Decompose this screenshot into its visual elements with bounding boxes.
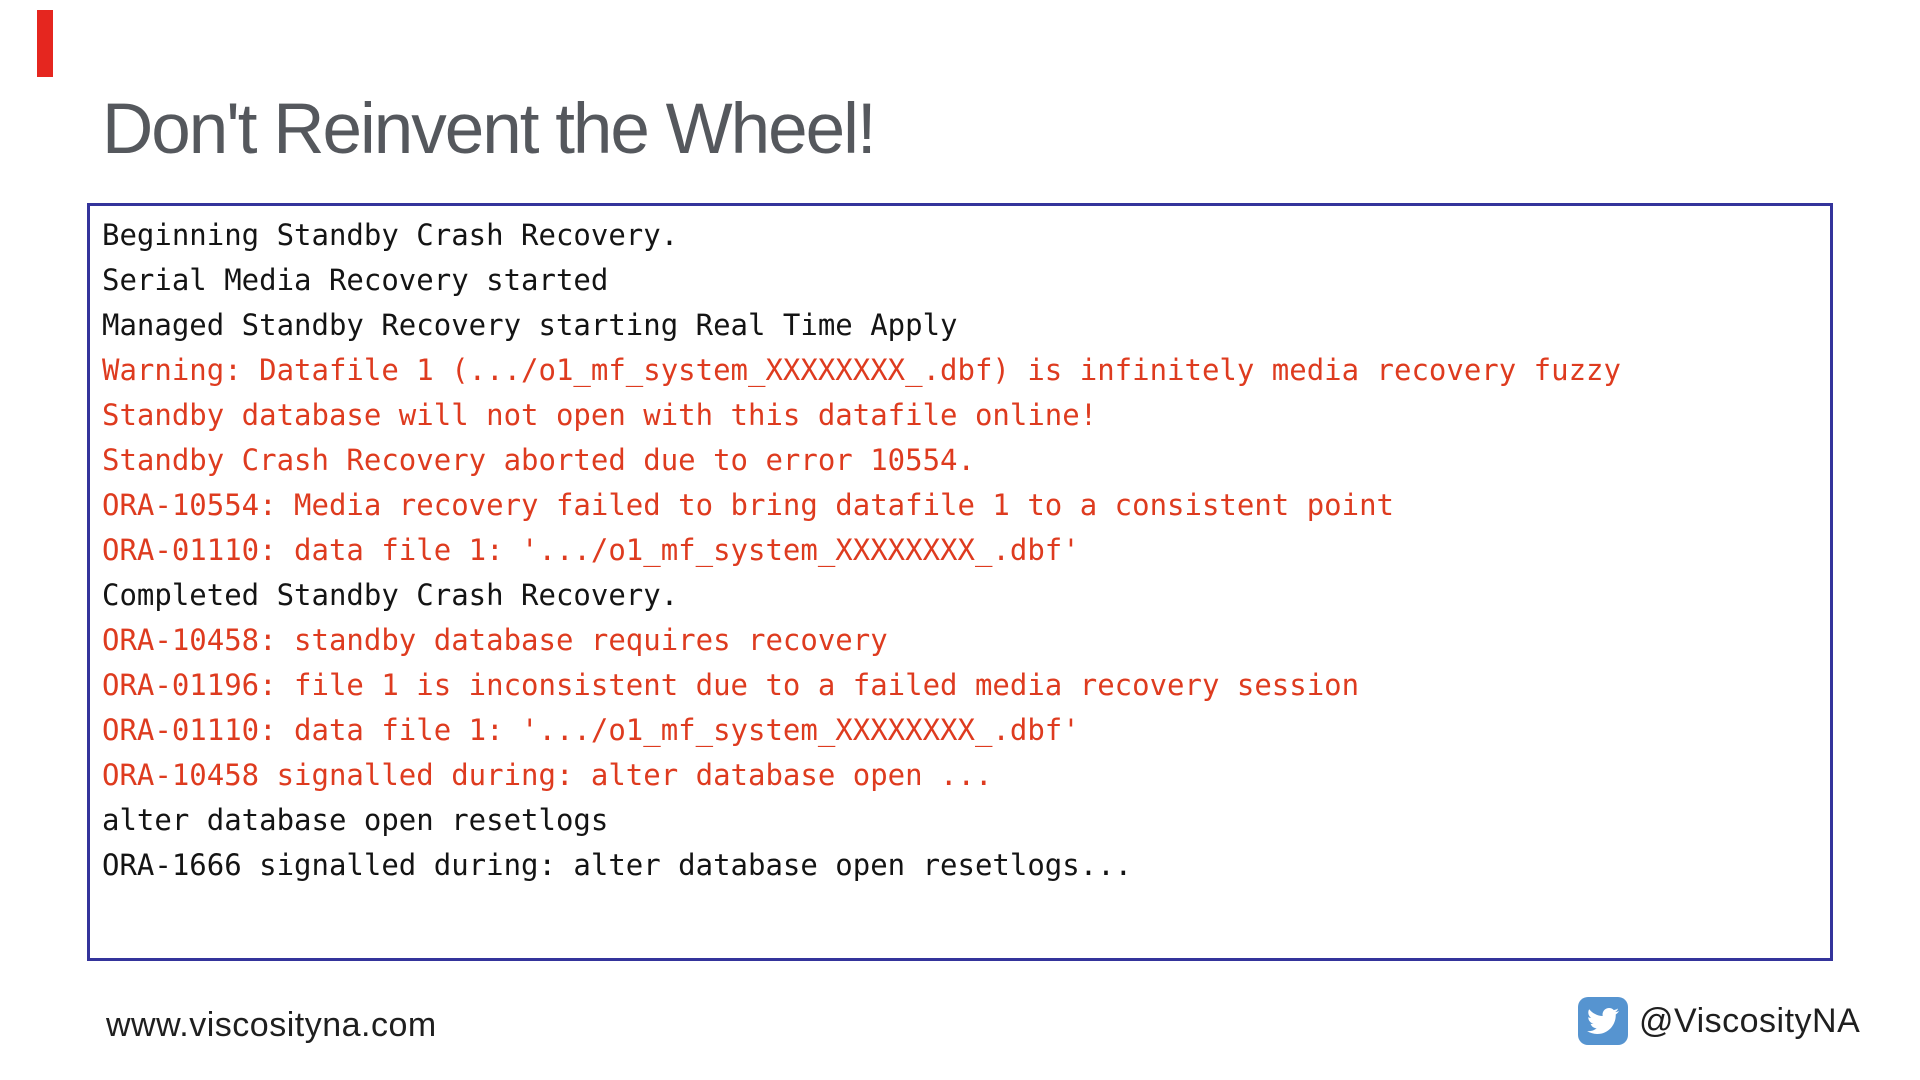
log-line: ORA-01196: file 1 is inconsistent due to…: [102, 668, 1360, 702]
log-line: Completed Standby Crash Recovery.: [102, 578, 679, 612]
accent-bar: [37, 10, 53, 77]
log-line: ORA-10554: Media recovery failed to brin…: [102, 488, 1395, 522]
twitter-bird-icon: [1578, 997, 1628, 1045]
log-output-box: Beginning Standby Crash Recovery. Serial …: [87, 203, 1833, 961]
log-line: Beginning Standby Crash Recovery.: [102, 218, 679, 252]
page-title: Don't Reinvent the Wheel!: [102, 90, 877, 169]
log-line: ORA-10458 signalled during: alter databa…: [102, 758, 993, 792]
log-lines: Beginning Standby Crash Recovery. Serial …: [102, 213, 1818, 888]
log-line: alter database open resetlogs: [102, 803, 609, 837]
footer-social: @ViscosityNA: [1578, 997, 1860, 1045]
log-line: Standby Crash Recovery aborted due to er…: [102, 443, 975, 477]
log-line: Serial Media Recovery started: [102, 263, 609, 297]
log-line: ORA-01110: data file 1: '.../o1_mf_syste…: [102, 533, 1080, 567]
footer-twitter-handle: @ViscosityNA: [1639, 1002, 1861, 1040]
log-line: ORA-10458: standby database requires rec…: [102, 623, 888, 657]
log-line: Warning: Datafile 1 (.../o1_mf_system_XX…: [102, 353, 1621, 387]
log-line: Standby database will not open with this…: [102, 398, 1098, 432]
log-line: ORA-1666 signalled during: alter databas…: [102, 848, 1133, 882]
log-line: Managed Standby Recovery starting Real T…: [102, 308, 958, 342]
log-line: ORA-01110: data file 1: '.../o1_mf_syste…: [102, 713, 1080, 747]
footer-website-text: www.viscosityna.com: [106, 1006, 437, 1044]
